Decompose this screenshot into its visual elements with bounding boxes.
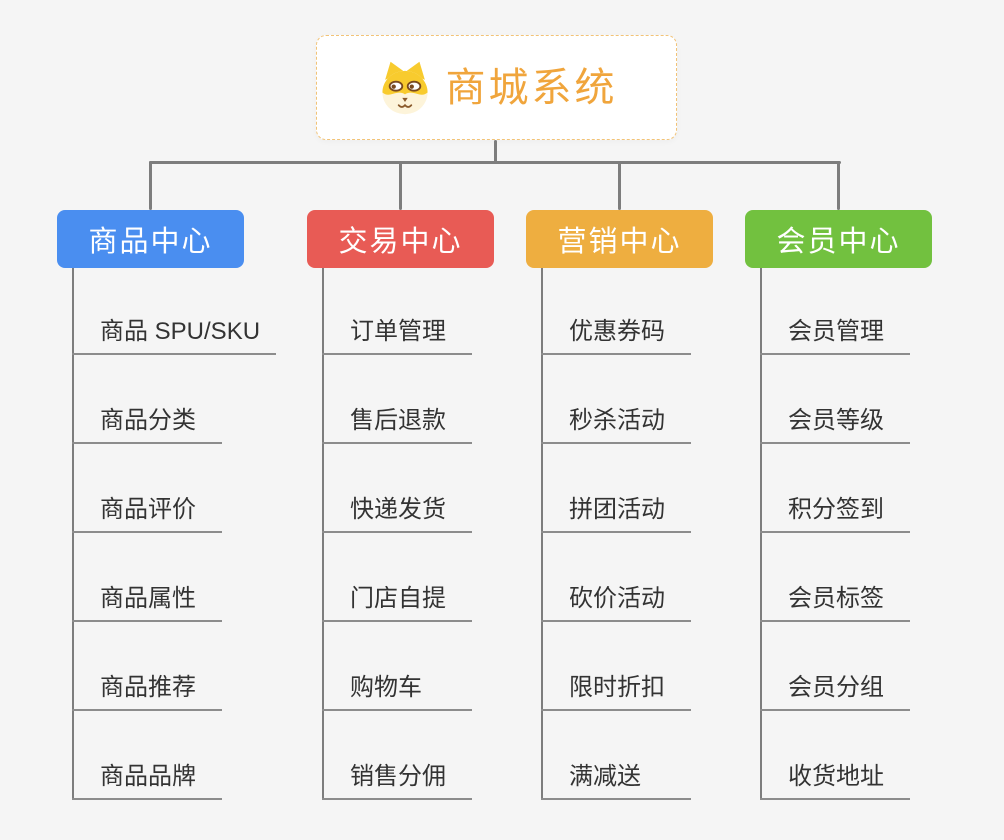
child-node[interactable]: 砍价活动 — [541, 533, 691, 622]
branch-drop-line — [618, 161, 621, 210]
child-node-label: 购物车 — [350, 674, 422, 702]
branch-label: 营销中心 — [557, 226, 682, 258]
child-node[interactable]: 商品分类 — [72, 355, 222, 444]
child-node-label: 收货地址 — [788, 763, 884, 791]
branch-bus-line — [149, 161, 841, 164]
branch-header[interactable]: 营销中心 — [526, 210, 713, 268]
child-node-label: 售后退款 — [350, 407, 446, 435]
child-node-label: 商品评价 — [100, 496, 196, 524]
child-node-label: 拼团活动 — [569, 496, 665, 524]
child-node-label: 商品属性 — [100, 585, 196, 613]
child-node-label: 商品推荐 — [100, 674, 196, 702]
child-node[interactable]: 商品属性 — [72, 533, 222, 622]
branch-header[interactable]: 交易中心 — [307, 210, 494, 268]
branch-trunk-line — [541, 268, 543, 800]
child-node-label: 商品品牌 — [100, 763, 196, 791]
branch-drop-line — [837, 161, 840, 210]
branch-items: 会员管理 会员等级 积分签到 会员标签 会员分组 收货地址 — [760, 266, 910, 800]
child-node-label: 会员管理 — [788, 318, 884, 346]
child-node[interactable]: 订单管理 — [322, 266, 472, 355]
branch-drop-line — [399, 161, 402, 210]
child-node[interactable]: 优惠券码 — [541, 266, 691, 355]
child-node-label: 门店自提 — [350, 585, 446, 613]
child-node[interactable]: 会员标签 — [760, 533, 910, 622]
child-node[interactable]: 积分签到 — [760, 444, 910, 533]
child-node[interactable]: 商品品牌 — [72, 711, 222, 800]
branch-drop-line — [149, 161, 152, 210]
shiba-dog-icon — [381, 61, 428, 114]
branch-trunk-line — [72, 268, 74, 800]
child-node[interactable]: 购物车 — [322, 622, 472, 711]
branch-header[interactable]: 商品中心 — [57, 210, 244, 268]
branch-label: 会员中心 — [776, 226, 901, 258]
root-title: 商城系统 — [445, 65, 618, 110]
branch-items: 优惠券码 秒杀活动 拼团活动 砍价活动 限时折扣 满减送 — [541, 266, 691, 800]
child-node[interactable]: 门店自提 — [322, 533, 472, 622]
child-node[interactable]: 满减送 — [541, 711, 691, 800]
child-node-label: 满减送 — [569, 763, 641, 791]
child-node[interactable]: 商品推荐 — [72, 622, 222, 711]
child-node[interactable]: 会员等级 — [760, 355, 910, 444]
child-node-label: 会员等级 — [788, 407, 884, 435]
branch-trunk-line — [322, 268, 324, 800]
child-node-label: 订单管理 — [350, 318, 446, 346]
branch-trunk-line — [760, 268, 762, 800]
child-node[interactable]: 秒杀活动 — [541, 355, 691, 444]
branch-2: 交易中心 订单管理 售后退款 快递发货 门店自提 购物车 销售分佣 — [307, 210, 547, 800]
branch-items: 商品 SPU/SKU 商品分类 商品评价 商品属性 商品推荐 商品品牌 — [72, 266, 277, 800]
branch-label: 交易中心 — [338, 226, 463, 258]
child-node-label: 优惠券码 — [569, 318, 665, 346]
child-node[interactable]: 快递发货 — [322, 444, 472, 533]
child-node-label: 商品分类 — [100, 407, 196, 435]
root-node[interactable]: 商城系统 — [316, 35, 677, 140]
branch-3: 营销中心 优惠券码 秒杀活动 拼团活动 砍价活动 限时折扣 满减送 — [526, 210, 766, 800]
child-node-label: 秒杀活动 — [569, 407, 665, 435]
branch-4: 会员中心 会员管理 会员等级 积分签到 会员标签 会员分组 收货地址 — [745, 210, 985, 800]
root-stem-line — [494, 140, 497, 163]
child-node[interactable]: 商品 SPU/SKU — [72, 266, 277, 355]
branch-header[interactable]: 会员中心 — [745, 210, 932, 268]
branch-1: 商品中心 商品 SPU/SKU 商品分类 商品评价 商品属性 商品推荐 商品品牌 — [57, 210, 297, 800]
child-node-label: 限时折扣 — [569, 674, 665, 702]
child-node[interactable]: 收货地址 — [760, 711, 910, 800]
child-node-label: 会员分组 — [788, 674, 884, 702]
branch-label: 商品中心 — [88, 226, 213, 258]
child-node[interactable]: 拼团活动 — [541, 444, 691, 533]
child-node-label: 会员标签 — [788, 585, 884, 613]
child-node-label: 快递发货 — [350, 496, 446, 524]
child-node[interactable]: 销售分佣 — [322, 711, 472, 800]
child-node-label: 商品 SPU/SKU — [100, 318, 261, 346]
child-node[interactable]: 售后退款 — [322, 355, 472, 444]
child-node-label: 积分签到 — [788, 496, 884, 524]
child-node[interactable]: 限时折扣 — [541, 622, 691, 711]
branch-items: 订单管理 售后退款 快递发货 门店自提 购物车 销售分佣 — [322, 266, 472, 800]
child-node[interactable]: 会员管理 — [760, 266, 910, 355]
child-node-label: 销售分佣 — [350, 763, 446, 791]
child-node[interactable]: 会员分组 — [760, 622, 910, 711]
child-node-label: 砍价活动 — [569, 585, 665, 613]
child-node[interactable]: 商品评价 — [72, 444, 222, 533]
